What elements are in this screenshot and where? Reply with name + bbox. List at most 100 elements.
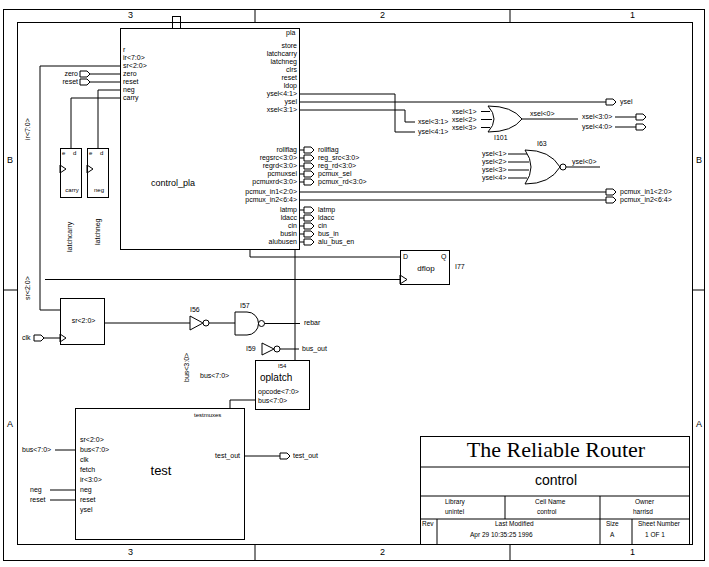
signal-label: ysel (80, 506, 92, 513)
port-symbol (606, 197, 616, 203)
inversion-bubble (560, 164, 566, 170)
register-box: sr<2:0> (60, 298, 105, 345)
block-name: oplatch (260, 373, 292, 383)
signal-label: ysel (620, 98, 632, 105)
signal-label: pcmuxsel (267, 170, 297, 177)
signal-label: rollflag (276, 146, 297, 153)
signal-wire (230, 400, 255, 408)
port-symbol (304, 231, 314, 237)
port-symbol (80, 79, 90, 85)
port-symbol (304, 171, 314, 177)
signal-label: reset (80, 496, 96, 503)
signal-label: latmp (318, 206, 335, 213)
signal-label: bus_in (318, 230, 339, 237)
signal-label: ysel<2> (482, 158, 507, 165)
signal-label: reset (123, 78, 139, 85)
signal-label: regsrc<3:0> (260, 154, 297, 161)
signal-label: carry (123, 94, 139, 101)
signal-label: busin (280, 230, 297, 237)
wiring (4, 10, 705, 561)
block-name: The Reliable Router (467, 439, 645, 461)
signal-label: bus_out (302, 345, 327, 352)
zone-marker: 3 (128, 548, 133, 557)
signal-label: ir<3:0> (80, 476, 102, 483)
signal-label: reset (281, 74, 297, 81)
signal-label: I101 (494, 134, 508, 141)
zone-marker: 2 (380, 11, 385, 20)
signal-label: regrd<3:0> (263, 162, 297, 169)
signal-label: Q (441, 253, 446, 260)
port-symbol (304, 163, 314, 169)
signal-label: bus<7:0> (200, 372, 229, 379)
signal-label: ir<7:0> (24, 118, 31, 140)
signal-wire (50, 450, 280, 500)
inverter-symbol (190, 316, 203, 330)
signal-label: ysel<4> (482, 174, 507, 181)
signal-wire (209, 323, 235, 324)
instance-name: testmuxes (194, 412, 221, 418)
title-cell: Rev (422, 521, 434, 528)
port-symbol (80, 71, 90, 77)
title-cell: 1 OF 1 (645, 532, 665, 539)
port-symbol (606, 189, 616, 195)
signal-label: xsel<2> (452, 116, 477, 123)
signal-label: bus<7:0> (22, 446, 51, 453)
block-name: sr<2:0> (72, 317, 96, 324)
bus-wire (300, 94, 415, 132)
signal-label: ysel<3> (482, 166, 507, 173)
zone-marker: 2 (380, 548, 385, 557)
signal-label: latchcarry (66, 222, 73, 252)
title-cell: Library (445, 499, 465, 506)
signal-label: neg (30, 486, 42, 493)
signal-label: e (89, 150, 92, 156)
signal-label: zero (64, 70, 78, 77)
signal-label: latchcarry (267, 50, 297, 57)
signal-label: sr<2:0> (24, 276, 31, 300)
signal-wire (45, 280, 400, 350)
bus-wire (300, 110, 415, 122)
signal-label: e (62, 150, 65, 156)
inner-frame (18, 23, 693, 545)
inversion-bubble (203, 320, 209, 326)
block-name: carry (65, 187, 78, 193)
block-name: neg (94, 187, 104, 193)
signal-label: pcmux_rd<3:0> (318, 178, 367, 185)
signal-label: I56 (190, 306, 200, 313)
block-name: control_pla (151, 179, 195, 188)
block-name: test (151, 464, 172, 477)
title-cell: Apr 29 10:35:25 1996 (470, 532, 533, 539)
sheet-frame (4, 10, 705, 561)
signal-wire (40, 66, 120, 310)
title-cell: unintel (445, 509, 464, 516)
signal-label: pcmux_in1<2:0> (245, 188, 297, 195)
title-cell: Cell Name (535, 499, 565, 506)
port-symbol (636, 114, 646, 120)
port-symbol (304, 147, 314, 153)
signal-wire (250, 250, 400, 257)
signal-label: reg_src<3:0> (318, 154, 359, 161)
signal-label: alubusen (269, 238, 297, 245)
title-block-rules (420, 467, 690, 545)
signal-label: ldacc (318, 214, 334, 221)
signal-label: xsel<0> (530, 110, 555, 117)
signal-label: xsel<3:0> (582, 113, 612, 120)
signal-label: latchneg (94, 219, 101, 245)
title-cell: Size (606, 521, 619, 528)
signal-label: test_out (293, 452, 318, 459)
gate-inputs (508, 154, 529, 178)
signal-label: cin (288, 222, 297, 229)
port-symbol (34, 335, 44, 341)
instance-name: I77 (455, 263, 465, 270)
signal-label: zero (123, 70, 137, 77)
signal-label: cin (318, 222, 327, 229)
signal-label: pcmux_sel (318, 170, 351, 177)
title-cell: Sheet Number (638, 521, 680, 528)
title-block: The Reliable Routercontrol (420, 436, 690, 545)
signal-label: latchneg (271, 58, 297, 65)
zone-marker: B (696, 156, 702, 165)
title-cell: Owner (635, 499, 654, 506)
zone-dividers (4, 10, 705, 561)
signal-label: I59 (246, 345, 256, 352)
signal-label: D (403, 253, 408, 260)
inverter-symbol (262, 343, 274, 355)
